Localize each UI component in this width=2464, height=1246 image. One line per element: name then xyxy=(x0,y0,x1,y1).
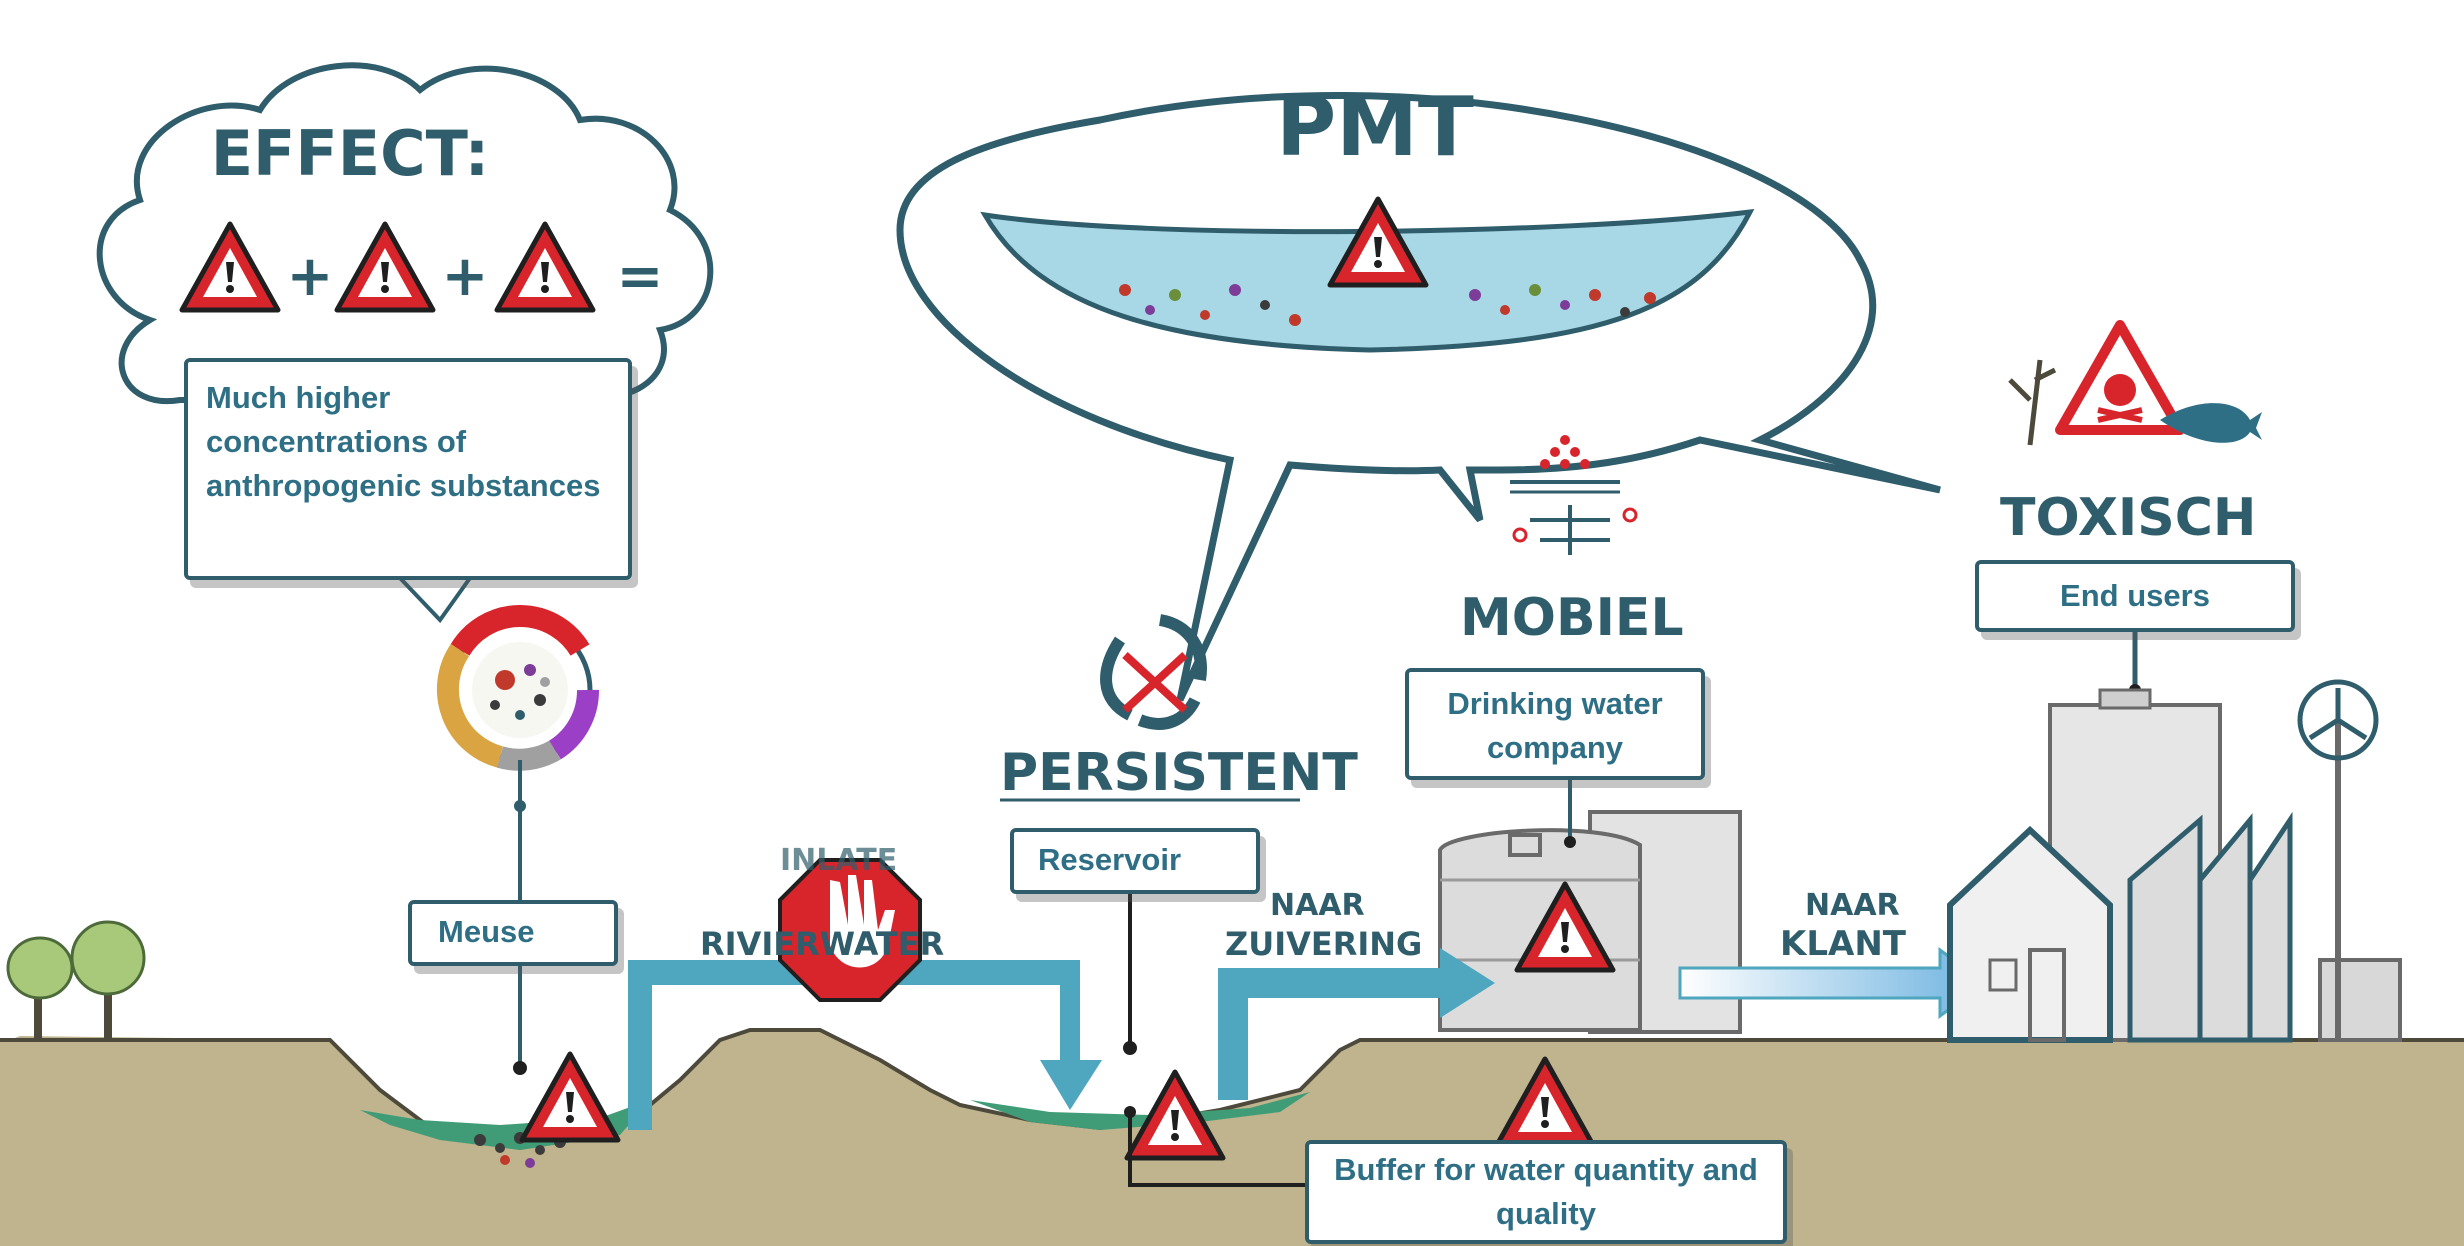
substance-particles xyxy=(1119,284,1656,326)
effect-title: EFFECT: xyxy=(211,117,490,190)
trees xyxy=(6,920,146,1042)
mobiel-text: MOBIEL xyxy=(1460,588,1684,648)
warning-icon xyxy=(522,1054,618,1140)
persistent-text: PERSISTENT xyxy=(1000,743,1358,803)
substance-mix-ring xyxy=(436,605,600,771)
plus-operator: + xyxy=(442,244,489,309)
intake-flow-arrow xyxy=(628,960,1102,1130)
plus-operator: + xyxy=(287,244,334,309)
naar-klant-bottom: KLANT xyxy=(1780,924,1907,964)
inlaat-text: INLATE xyxy=(780,843,897,878)
reservoir-water xyxy=(970,1092,1310,1130)
meuse-label: Meuse xyxy=(408,900,618,966)
thought-cloud xyxy=(96,62,714,405)
ground xyxy=(0,1030,2464,1246)
naar-klant-top: NAAR xyxy=(1805,888,1900,923)
naar-zuivering-top: NAAR xyxy=(1270,888,1365,923)
recycle-crossed-icon xyxy=(1100,614,1207,730)
toxic-hazard-icon xyxy=(2008,320,2262,446)
naar-zuivering-bottom: ZUIVERING xyxy=(1225,925,1422,963)
stop-sign-icon xyxy=(778,858,922,1002)
end-users-label: End users xyxy=(1975,560,2295,632)
town-buildings xyxy=(1947,679,2402,1043)
reservoir-label: Reservoir xyxy=(1010,828,1260,894)
drinking-water-label: Drinking water company xyxy=(1405,668,1705,780)
mobility-icon xyxy=(1510,435,1638,555)
buffer-label: Buffer for water quantity and quality xyxy=(1305,1140,1787,1244)
equals-operator: = xyxy=(617,244,664,309)
concentration-label: Much higher concentrations of anthropoge… xyxy=(184,358,632,580)
rivierwater-text: RIVIERWATER xyxy=(700,925,944,963)
naar-zuivering-arrow xyxy=(1218,948,1495,1100)
pmt-speech-bubble xyxy=(896,91,1941,702)
toxisch-text: TOXISCH xyxy=(2000,488,2256,548)
pmt-title: PMT xyxy=(1276,80,1474,175)
